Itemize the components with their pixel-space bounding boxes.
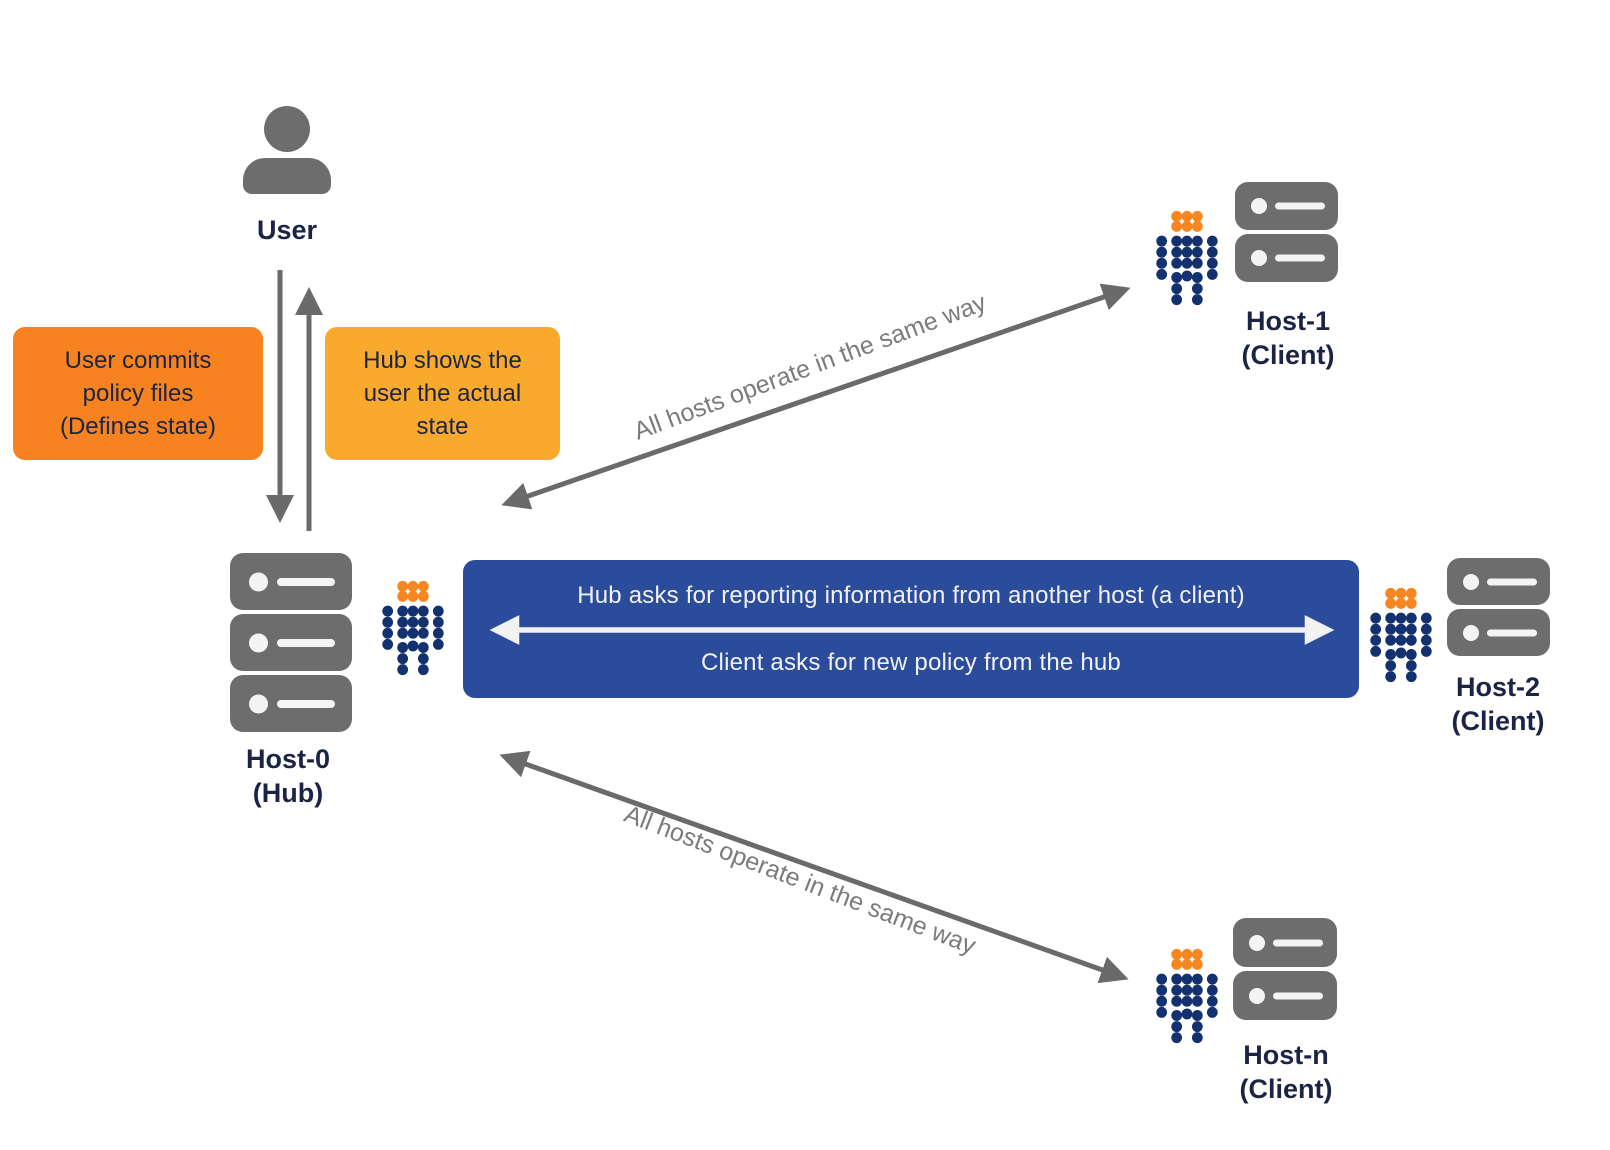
host-client2-label: Host-2 (Client) (1398, 670, 1598, 738)
server-slot (1487, 578, 1537, 585)
server-led (1249, 987, 1265, 1004)
host-clientn-label: Host-n (Client) (1186, 1038, 1386, 1106)
note-line: User commits (64, 347, 212, 374)
user-label: User (256, 215, 318, 245)
server-stack-icon (230, 614, 352, 671)
server-slot (1275, 254, 1325, 262)
host-role: (Hub) (252, 778, 324, 808)
server-led (249, 572, 268, 591)
banner-bottom-text: Client asks for new policy from the hub (701, 649, 1121, 676)
server-stack-icon (1233, 918, 1337, 967)
server-led (1251, 198, 1267, 214)
server-led (249, 694, 268, 713)
server-stack-icon (1235, 234, 1338, 282)
server-stack-icon (1447, 558, 1550, 605)
server-slot (1487, 629, 1537, 636)
server-slot (1275, 202, 1325, 210)
host-role: (Client) (1451, 706, 1545, 736)
server-stack-icon (1235, 182, 1338, 230)
note-line: (Defines state) (59, 413, 217, 440)
server-stack-icon (230, 553, 352, 610)
diagonal-double-arrow-bottom (499, 750, 1129, 984)
server-led (1463, 624, 1479, 641)
host-name: Host-2 (1455, 672, 1540, 702)
host-client1-label: Host-1 (Client) (1188, 304, 1388, 372)
host-name: Host-0 (245, 744, 330, 774)
banner-top-text: Hub asks for reporting information from … (577, 582, 1245, 609)
server-stack-icon (1447, 609, 1550, 656)
user-body (243, 158, 331, 194)
note-line: Hub shows the (363, 347, 522, 374)
note-line: user the actual (363, 380, 522, 407)
server-led (1251, 250, 1267, 266)
host-name: Host-n (1243, 1040, 1329, 1070)
server-led (1463, 573, 1479, 590)
note-line: state (416, 413, 469, 440)
host-name: Host-1 (1245, 306, 1330, 336)
server-slot (1273, 939, 1323, 946)
host-role: (Client) (1241, 340, 1335, 370)
note-user-commits: User commits policy files (Defines state… (13, 327, 263, 460)
server-led (249, 633, 268, 652)
server-stack-icon (1233, 971, 1337, 1020)
server-slot (277, 699, 335, 708)
user-icon (243, 106, 331, 194)
server-slot (277, 577, 335, 586)
host-hub-label: Host-0 (Hub) (188, 742, 388, 810)
server-stack-icon (230, 675, 352, 732)
diagonal-double-arrow-top (501, 283, 1131, 510)
server-slot (277, 638, 335, 647)
host-role: (Client) (1239, 1074, 1333, 1104)
server-slot (1273, 992, 1323, 999)
server-led (1249, 934, 1265, 951)
user-head (264, 106, 310, 152)
note-line: policy files (82, 380, 194, 407)
